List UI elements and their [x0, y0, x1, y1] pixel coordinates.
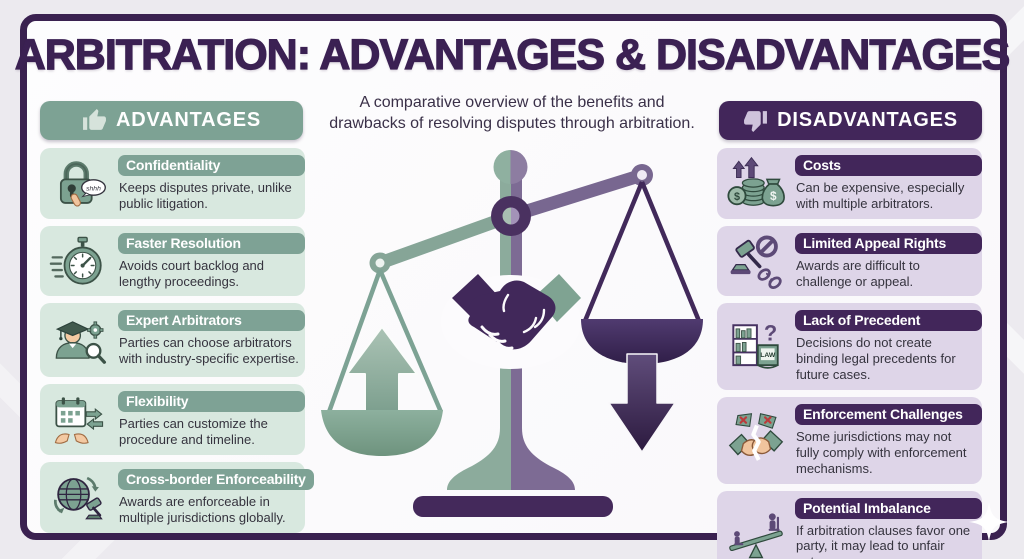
svg-text:$: $ [770, 191, 777, 204]
card-description: Avoids court backlog and lengthy proceed… [119, 257, 265, 289]
card-content: Faster Resolution Avoids court backlog a… [118, 226, 305, 297]
card-description: Keeps disputes private, unlike public li… [119, 180, 292, 211]
stopwatch-icon [40, 226, 118, 297]
right-pan-bowl [581, 319, 703, 364]
advantage-card-cross-border: Cross-border Enforceability Awards are e… [40, 462, 314, 533]
card-description: Can be expensive, especially with multip… [796, 180, 965, 211]
scale-foot-right-half [511, 428, 575, 490]
beam-right-arm [504, 168, 649, 223]
broken-handshake-icon [717, 397, 795, 484]
card-content: Lack of Precedent Decisions do not creat… [795, 303, 982, 390]
card-title: Lack of Precedent [795, 310, 982, 332]
card-content: Confidentiality Keeps disputes private, … [118, 148, 305, 219]
svg-text:$: $ [734, 191, 740, 203]
lock-shhh-icon: shhh [40, 148, 118, 219]
svg-text:LAW: LAW [760, 352, 776, 359]
calendar-hands-icon [40, 384, 118, 455]
subtitle-line-1: A comparative overview of the benefits a… [359, 94, 665, 111]
subtitle-line-2: drawbacks of resolving disputes through … [329, 114, 695, 132]
disadvantage-card-lack-of-precedent: ? LAW Lack of Precedent Decisions do not… [717, 303, 982, 391]
right-pan-strings [582, 181, 702, 322]
advantage-card-confidentiality: shhh Confidentiality Keeps disputes priv… [40, 148, 305, 219]
card-title: Enforcement Challenges [795, 404, 982, 426]
card-content: Expert Arbitrators Parties can choose ar… [118, 303, 305, 377]
card-description: Parties can choose arbitrators with indu… [119, 335, 299, 367]
left-pan-strings [326, 269, 444, 413]
card-content: Enforcement Challenges Some jurisdiction… [795, 397, 982, 484]
card-content: Limited Appeal Rights Awards are difficu… [795, 226, 982, 297]
handshake-icon [441, 274, 581, 369]
disadvantage-card-costs: $ $ Costs Can be expensive, especially w… [717, 148, 982, 219]
card-title: Flexibility [118, 391, 305, 413]
money-costs-icon: $ $ [717, 148, 795, 219]
thumbs-up-icon [83, 109, 106, 130]
page-title: ARBITRATION: ADVANTAGES & DISADVANTAGES [14, 30, 1011, 79]
disadvantages-header-label: DISADVANTAGES [777, 109, 958, 131]
card-content: Costs Can be expensive, especially with … [795, 148, 982, 219]
left-pan-bowl [321, 410, 443, 456]
globe-gavel-icon [40, 462, 118, 533]
advantage-card-flexibility: Flexibility Parties can customize the pr… [40, 384, 305, 456]
disadvantages-header: DISADVANTAGES [719, 101, 982, 140]
advantages-list: shhh Confidentiality Keeps disputes priv… [40, 148, 314, 533]
card-title: Limited Appeal Rights [795, 232, 982, 254]
card-title: Potential Imbalance [795, 497, 982, 519]
law-books-question-icon: ? LAW [717, 303, 795, 390]
card-title: Cross-border Enforceability [118, 469, 314, 491]
disadvantage-card-limited-appeal: Limited Appeal Rights Awards are difficu… [717, 225, 982, 297]
balance-scale-graphic [300, 142, 720, 538]
balance-scale-svg [321, 150, 703, 517]
card-description: Decisions do not create binding legal pr… [796, 335, 956, 383]
advantage-card-expert-arbitrators: Expert Arbitrators Parties can choose ar… [40, 303, 305, 378]
disadvantages-list: $ $ Costs Can be expensive, especially w… [717, 148, 982, 559]
svg-text:?: ? [764, 320, 777, 345]
seesaw-imbalance-icon [717, 491, 795, 559]
card-title: Confidentiality [118, 155, 305, 176]
graduate-expert-icon [40, 303, 118, 377]
card-description: If arbitration clauses favor one party, … [796, 522, 971, 559]
disadvantage-card-enforcement: Enforcement Challenges Some jurisdiction… [717, 397, 982, 484]
card-description: Awards are enforceable in multiple juris… [119, 494, 286, 526]
card-description: Awards are difficult to challenge or app… [796, 257, 920, 289]
scale-top-knob [493, 150, 511, 184]
card-description: Some jurisdictions may not fully comply … [796, 429, 967, 476]
scale-base-bar [413, 496, 613, 517]
card-content: Cross-border Enforceability Awards are e… [118, 462, 314, 533]
page-subtitle: A comparative overview of the benefits a… [302, 93, 722, 135]
card-title: Costs [795, 155, 982, 176]
advantages-header-label: ADVANTAGES [115, 109, 262, 131]
card-title: Expert Arbitrators [118, 310, 305, 332]
scale-foot-left-half [447, 428, 511, 490]
card-content: Potential Imbalance If arbitration claus… [795, 491, 982, 559]
card-content: Flexibility Parties can customize the pr… [118, 384, 305, 455]
thumbs-down-icon [744, 111, 768, 132]
svg-text:shhh: shhh [86, 186, 101, 193]
card-title: Faster Resolution [118, 232, 305, 254]
advantages-header: ADVANTAGES [40, 101, 303, 140]
gavel-no-appeal-icon [717, 226, 795, 297]
disadvantages-down-arrow [608, 353, 676, 453]
beam-left-arm [373, 209, 518, 270]
card-description: Parties can customize the procedure and … [119, 416, 268, 448]
advantage-card-faster-resolution: Faster Resolution Avoids court backlog a… [40, 225, 305, 297]
advantages-up-arrow [346, 326, 418, 418]
disadvantage-card-imbalance: Potential Imbalance If arbitration claus… [717, 490, 982, 559]
